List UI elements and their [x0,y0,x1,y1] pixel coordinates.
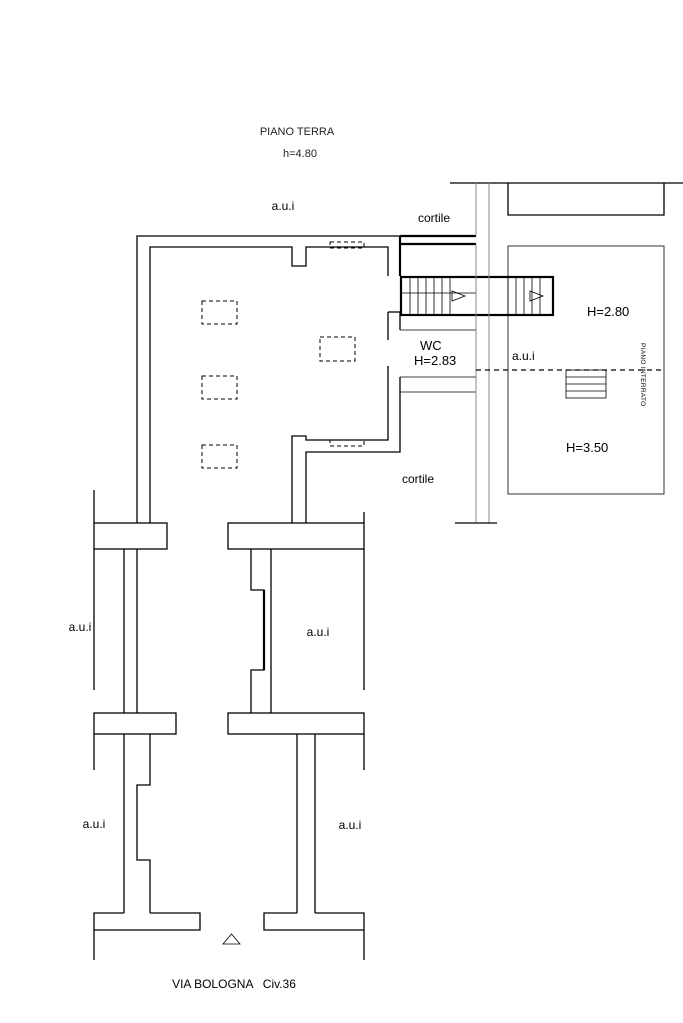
label-aui-center: a.u.i [307,625,330,639]
courtyard-structure [450,182,683,524]
label-wc: WC [420,338,442,353]
label-h-350: H=3.50 [566,440,608,455]
staircase [399,275,555,317]
lower-walls [93,490,365,960]
label-cortile-top: cortile [418,211,450,225]
basement-outline [476,245,665,495]
entrance-marker-icon [222,933,241,945]
label-aui-right-lower: a.u.i [339,818,362,832]
label-aui-left-upper: a.u.i [69,620,92,634]
main-building-walls [136,234,476,523]
label-piano-interrato: PIANO INTERRATO [639,343,646,407]
label-aui-top: a.u.i [272,199,295,213]
label-aui-left-lower: a.u.i [83,817,106,831]
window-marks [329,241,365,447]
plan-height: h=4.80 [283,148,317,160]
label-aui-right-mid: a.u.i [512,349,535,363]
label-h-280: H=2.80 [587,304,629,319]
dashed-columns [201,300,356,469]
label-wc-height: H=2.83 [414,353,456,368]
label-street: VIA BOLOGNA Civ.36 [172,977,296,991]
plan-title: PIANO TERRA [260,126,335,138]
label-cortile-bottom: cortile [402,472,434,486]
